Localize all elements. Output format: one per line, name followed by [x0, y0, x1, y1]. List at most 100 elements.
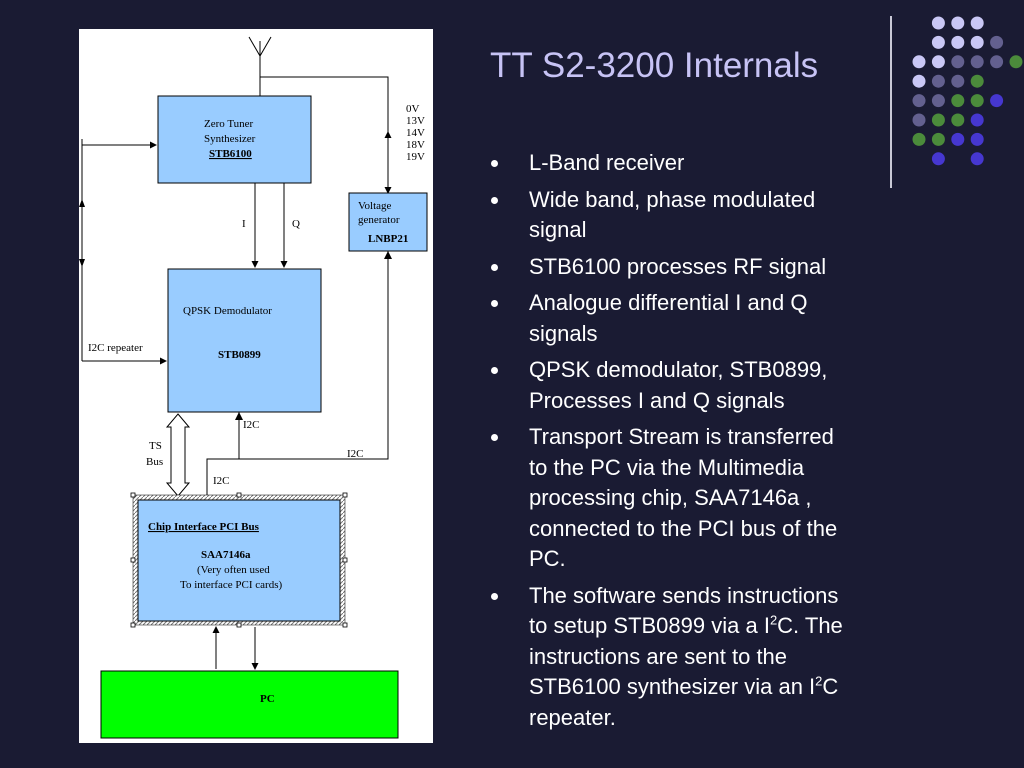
bullet-item: Wide band, phase modulated signal	[490, 185, 900, 246]
bullet-line: instructions are sent to the	[529, 643, 788, 669]
bullet-dot-icon	[491, 263, 498, 271]
ts-bus-line2: Bus	[146, 456, 163, 468]
bullet-line: STB6100 synthesizer via an I2C	[529, 673, 839, 699]
tuner-line1: Zero Tuner	[204, 118, 254, 130]
bullet-dot-icon	[491, 196, 498, 204]
bullet-line: QPSK demodulator, STB0899,	[529, 357, 828, 382]
decorative-dot	[990, 55, 1004, 69]
decorative-dot	[1009, 55, 1023, 69]
bullet-dot-icon	[491, 160, 498, 167]
decorative-dot	[951, 113, 965, 127]
decorative-dot	[970, 94, 984, 108]
bullet-item: L-Band receiver	[490, 148, 900, 179]
decorative-dot	[970, 152, 984, 166]
bullet-item: The software sends instructions to setup …	[490, 581, 900, 734]
decorative-dot	[931, 152, 945, 166]
decorative-dot	[931, 16, 945, 30]
bullet-item: QPSK demodulator, STB0899, Processes I an…	[490, 355, 900, 416]
ts-bus-arrow	[165, 413, 191, 497]
decorative-dot	[931, 94, 945, 108]
i2c-label-a: I2C	[243, 419, 260, 431]
bullet-line: connected to the PCI bus of the	[529, 515, 838, 541]
i2c-label-c: I2C	[213, 475, 230, 487]
decorative-dot	[912, 74, 926, 88]
diagram-svg: Zero Tuner Synthesizer STB6100 0V13V14V1…	[79, 36, 428, 739]
antenna-icon	[248, 36, 272, 95]
decorative-dot	[951, 55, 965, 69]
pci-line3: (Very often used	[197, 564, 270, 576]
voltage-gen-line2: generator	[358, 214, 400, 226]
bullet-line: repeater.	[529, 704, 616, 730]
bullet-line: processing chip, SAA7146a ,	[529, 485, 812, 510]
decorative-dot	[970, 74, 984, 88]
i2c-repeater-label: I2C repeater	[88, 342, 143, 354]
bullet-dot-icon	[491, 300, 498, 307]
decorative-dot	[912, 132, 926, 146]
bullet-line: STB6100 processes RF signal	[529, 253, 827, 279]
pci-line1: Chip Interface PCI Bus	[148, 521, 260, 533]
slide-title: TT S2-3200 Internals	[490, 46, 819, 85]
bullet-dot-icon	[491, 367, 498, 374]
i-label: I	[242, 218, 246, 230]
bullet-item: Transport Stream is transferred to the PC…	[490, 422, 900, 575]
bullet-line: signal	[529, 217, 587, 242]
bullet-line: to setup STB0899 via a I2C. The	[529, 612, 843, 638]
divider-line	[890, 16, 892, 188]
decorative-dot	[931, 55, 945, 69]
tuner-line2: Synthesizer	[204, 133, 256, 145]
decorative-dot	[990, 35, 1004, 49]
decorative-dot	[951, 35, 965, 49]
bullet-line: Processes I and Q signals	[529, 387, 785, 413]
demod-line1: QPSK Demodulator	[183, 305, 272, 317]
voltage-label: 14V	[406, 127, 425, 139]
bullet-line: The software sends instructions	[529, 582, 839, 608]
decorative-dot	[912, 113, 926, 127]
i2c-label-b: I2C	[347, 448, 364, 460]
decorative-dot	[931, 35, 945, 49]
tuner-box: Zero Tuner Synthesizer STB6100	[157, 95, 312, 184]
bullet-item: Analogue differential I and Q signals	[490, 288, 900, 349]
tuner-part: STB6100	[209, 148, 252, 160]
voltage-gen-part: LNBP21	[368, 233, 408, 245]
decorative-dot	[951, 94, 965, 108]
pci-line2: SAA7146a	[201, 549, 251, 561]
demodulator-box: QPSK Demodulator STB0899	[167, 268, 322, 413]
bullet-line: Analogue differential I and Q	[529, 290, 808, 315]
voltage-label: 19V	[406, 151, 425, 163]
pci-box: Chip Interface PCI Bus SAA7146a (Very of…	[130, 492, 348, 628]
decorative-dot	[951, 74, 965, 88]
demod-part: STB0899	[218, 349, 261, 361]
bullet-dot-icon	[491, 592, 498, 600]
pci-line4: To interface PCI cards)	[180, 579, 282, 591]
ts-bus-line1: TS	[149, 440, 162, 452]
decorative-dot	[970, 55, 984, 69]
bullet-line: PC.	[529, 546, 566, 571]
i2c-to-voltage-line	[238, 251, 389, 460]
bullet-line: Transport Stream is transferred	[529, 424, 834, 449]
voltage-generator-box: Voltage generator LNBP21	[348, 192, 428, 252]
decorative-dot	[970, 35, 984, 49]
q-label: Q	[292, 218, 300, 230]
voltage-label: 18V	[406, 139, 425, 151]
pc-label: PC	[260, 693, 275, 705]
bullet-line: Wide band, phase modulated	[529, 186, 816, 212]
decorative-dot	[912, 94, 926, 108]
decorative-dot	[931, 113, 945, 127]
decorative-dot	[931, 132, 945, 146]
decorative-dot	[951, 16, 965, 30]
decorative-dot	[990, 94, 1004, 108]
bullet-line: L-Band receiver	[529, 150, 685, 175]
bullet-line: to the PC via the Multimedia	[529, 454, 805, 480]
decorative-dot	[970, 113, 984, 127]
voltage-label: 0V	[406, 103, 420, 115]
bullet-line: signals	[529, 320, 598, 346]
decorative-dot	[970, 132, 984, 146]
voltage-gen-line1: Voltage	[358, 200, 392, 212]
pc-box: PC	[100, 670, 399, 739]
bullet-item: STB6100 processes RF signal	[490, 252, 900, 283]
voltage-label: 13V	[406, 115, 425, 127]
